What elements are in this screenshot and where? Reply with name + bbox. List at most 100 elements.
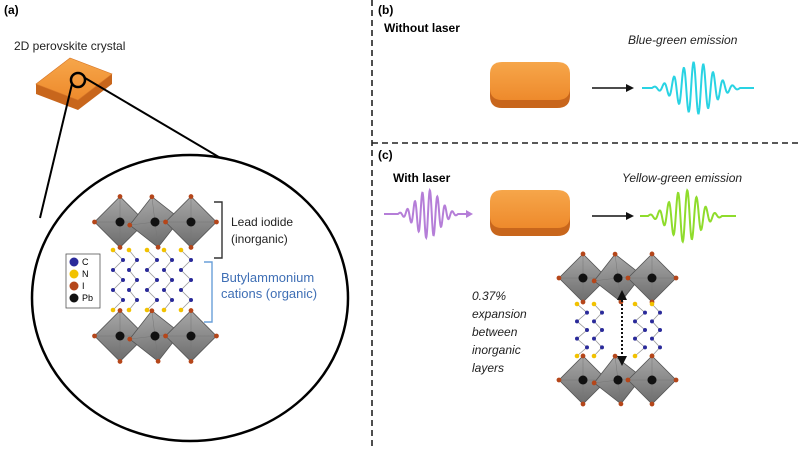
nitrogen-atom: [161, 247, 167, 253]
carbon-atom: [658, 328, 662, 332]
carbon-atom: [162, 288, 166, 292]
legend-n-label: N: [82, 269, 89, 279]
carbon-atom: [643, 328, 647, 332]
carbon-atom: [650, 319, 654, 324]
lead-atom: [150, 331, 160, 341]
expansion-line-4: inorganic: [472, 343, 521, 357]
nitrogen-atom: [632, 353, 638, 359]
iodine-atom: [92, 219, 97, 225]
panel-a-label: (a): [4, 3, 19, 17]
legend-pb-dot: [69, 293, 79, 303]
lead-atom: [150, 217, 160, 227]
nitrogen-atom: [574, 301, 580, 307]
iodine-atom: [214, 333, 219, 339]
nitrogen-atom: [126, 247, 132, 253]
iodine-atom: [155, 244, 161, 250]
octahedron: [625, 251, 679, 305]
carbon-atom: [155, 278, 159, 282]
carbon-atom: [111, 268, 115, 272]
carbon-atom: [600, 345, 604, 350]
organic-cations-label: cations (organic): [221, 286, 317, 301]
carbon-atom: [189, 278, 193, 282]
iodine-atom: [127, 222, 133, 228]
lead-iodide-label: Lead iodide: [231, 215, 293, 229]
expansion-line-1: 0.37%: [472, 289, 506, 303]
octahedron: [127, 308, 183, 364]
iodine-atom: [580, 299, 586, 305]
carbon-atom: [121, 298, 125, 302]
without-laser-label: Without laser: [384, 21, 460, 35]
iodine-atom: [155, 358, 161, 364]
iodine-atom: [673, 377, 679, 383]
nitrogen-atom: [144, 247, 150, 253]
iodine-atom: [625, 377, 631, 383]
legend-n-dot: [69, 269, 79, 279]
octahedron: [163, 308, 219, 364]
panel-b: (b) Without laser Blue-green emission: [378, 3, 754, 115]
iodine-atom: [612, 251, 618, 257]
carbon-atom: [189, 258, 193, 262]
iodine-atom: [673, 275, 679, 281]
carbon-atom: [127, 268, 131, 272]
butylammonium-label: Butylammonium: [221, 270, 314, 285]
lead-atom: [613, 273, 623, 283]
iodine-atom: [188, 245, 194, 250]
legend-i-label: I: [82, 281, 85, 291]
carbon-atom: [145, 268, 149, 272]
atom-legend: C N I Pb: [65, 253, 101, 309]
carbon-atom: [155, 258, 159, 262]
carbon-atom: [658, 345, 662, 350]
carbon-atom: [170, 278, 174, 282]
iodine-atom: [580, 401, 586, 407]
iodine-atom: [580, 353, 586, 359]
carbon-atom: [585, 310, 589, 315]
iodine-atom: [117, 245, 123, 250]
octahedra-top-row: [92, 194, 219, 250]
lead-atom: [115, 331, 125, 341]
carbon-atom: [121, 278, 125, 282]
carbon-atom: [585, 345, 589, 350]
yellow-green-emission-label: Yellow-green emission: [622, 171, 742, 185]
nitrogen-atom: [649, 301, 655, 307]
yellow-green-emission-wave: [640, 188, 736, 244]
carbon-atom: [170, 298, 174, 302]
with-laser-label: With laser: [393, 171, 451, 185]
carbon-atom: [643, 310, 647, 315]
lead-atom: [186, 217, 196, 227]
carbon-atom: [121, 258, 125, 262]
inorganic-label: (inorganic): [231, 232, 288, 246]
lead-atom: [647, 375, 657, 385]
zoom-line-left: [39, 83, 73, 219]
carbon-atom: [600, 328, 604, 332]
expansion-arrow: [617, 290, 627, 366]
nitrogen-atom: [110, 307, 116, 313]
carbon-atom: [111, 288, 115, 292]
iodine-atom: [556, 377, 562, 383]
zoom-marker: [69, 71, 87, 89]
carbon-atom: [127, 288, 131, 292]
carbon-atom: [179, 288, 183, 292]
laser-arrow: [466, 210, 473, 218]
iodine-atom: [117, 194, 123, 199]
lead-atom: [578, 375, 588, 385]
iodine-atom: [149, 308, 155, 314]
octahedra-top-row-c: [556, 251, 679, 305]
iodine-atom: [163, 219, 168, 225]
carbon-atom: [600, 310, 604, 315]
iodine-atom: [214, 219, 219, 225]
carbon-atom: [633, 336, 637, 341]
carbon-atom: [650, 336, 654, 341]
iodine-atom: [163, 333, 168, 339]
iodine-atom: [580, 251, 586, 257]
octahedra-bottom-row-c: [556, 353, 679, 407]
organic-layer-c: [574, 301, 662, 359]
iodine-atom: [649, 353, 655, 359]
nitrogen-atom: [144, 307, 150, 313]
iodine-atom: [188, 194, 194, 199]
legend-i-dot: [69, 281, 79, 291]
iodine-atom: [117, 308, 123, 313]
iodine-atom: [591, 380, 597, 386]
carbon-atom: [179, 268, 183, 272]
expansion-line-2: expansion: [472, 307, 527, 321]
